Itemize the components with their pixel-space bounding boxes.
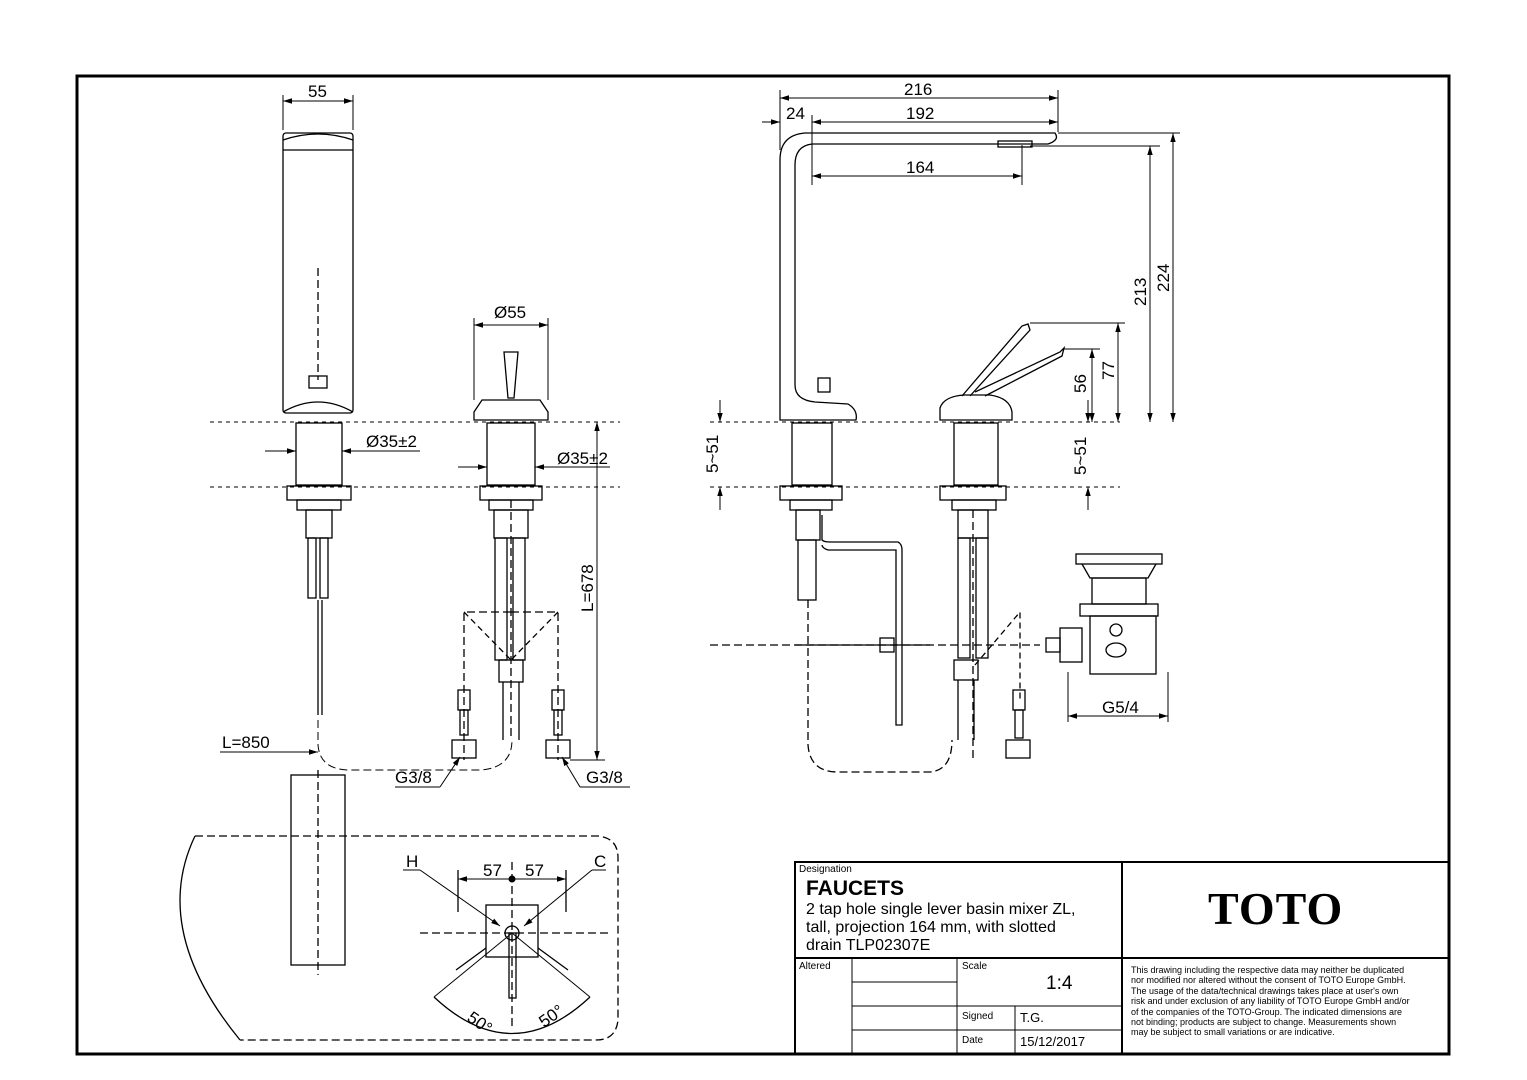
dim-label-range-right: 5~51 (1071, 437, 1090, 475)
dim-label-range-left: 5~51 (703, 435, 722, 473)
dim-label-56: 56 (1071, 374, 1090, 393)
dim-164 (812, 145, 1023, 185)
leader-g38-right (561, 756, 630, 788)
dim-label-216: 216 (904, 80, 932, 99)
dim-label-213: 213 (1131, 278, 1150, 306)
disclaimer-line: not binding; products are subject to cha… (1131, 1017, 1397, 1028)
designation-label: Designation (799, 864, 852, 875)
plan-label-angle-left: 50° (464, 1008, 496, 1038)
disclaimer-line: of the companies of the TOTO-Group. The … (1131, 1006, 1402, 1017)
mixer-front-view (451, 351, 571, 760)
dim-label-dia35-mid: Ø35±2 (557, 449, 608, 468)
mixer-side-elevation (939, 323, 1066, 760)
title-block-grid (794, 861, 1450, 1055)
disclaimer-line: may be subject to small variations or ar… (1131, 1027, 1335, 1038)
reference-lines (210, 421, 1120, 488)
description-line-3: drain TLP02307E (806, 937, 931, 954)
disclaimer-line: This drawing including the respective da… (1131, 965, 1405, 975)
spout-side-elevation (710, 132, 1058, 773)
date-label: Date (962, 1035, 984, 1046)
dim-label-g38-left: G3/8 (395, 768, 432, 787)
disclaimer-line: The usage of the data/technical drawings… (1131, 985, 1399, 996)
dim-label-g38-right: G3/8 (586, 768, 623, 787)
disclaimer: This drawing including the respective da… (1131, 965, 1443, 1038)
dim-label-l678: L=678 (578, 564, 597, 612)
plan-view (179, 770, 619, 1041)
dim-dia55 (473, 318, 549, 400)
plan-dims (403, 869, 606, 998)
sheet-border (75, 74, 1451, 1056)
leader-g38-left (395, 756, 461, 788)
plan-label-57-right: 57 (525, 861, 544, 880)
dim-label-850: L=850 (222, 733, 270, 752)
dim-label-55: 55 (308, 82, 327, 101)
product-category: FAUCETS (806, 877, 905, 900)
dim-l678 (570, 422, 605, 761)
scale-label: Scale (962, 961, 988, 972)
disclaimer-line: risk and under exclusion of any liabilit… (1131, 996, 1410, 1007)
dim-width-55 (282, 95, 354, 130)
signed-label: Signed (962, 1011, 994, 1022)
dim-label-24: 24 (786, 104, 805, 123)
date-value: 15/12/2017 (1020, 1034, 1086, 1049)
plan-label-c: C (594, 852, 606, 871)
signed-value: T.G. (1020, 1010, 1044, 1025)
toto-logo: TOTO (1208, 883, 1344, 934)
dim-label-dia35-left: Ø35±2 (366, 432, 417, 451)
dim-216 (779, 90, 1059, 150)
dim-label-g54: G5/4 (1102, 698, 1139, 717)
scale-value: 1:4 (1046, 973, 1073, 994)
disclaimer-line: nor modified nor altered without the con… (1131, 975, 1406, 986)
dim-label-192: 192 (906, 104, 934, 123)
plan-label-57-left: 57 (483, 861, 502, 880)
dim-label-77: 77 (1099, 361, 1118, 380)
hose-850 (317, 720, 513, 771)
plan-label-h: H (406, 852, 418, 871)
description-line-1: 2 tap hole single lever basin mixer ZL, (806, 901, 1076, 918)
plan-label-angle-right: 50° (535, 1001, 567, 1031)
spout-side-view (282, 132, 354, 715)
dim-vertical-right (717, 132, 1180, 510)
dim-label-dia55: Ø55 (494, 303, 526, 322)
altered-label: Altered (799, 961, 831, 972)
dim-label-224: 224 (1154, 264, 1173, 292)
description-line-2: tall, projection 164 mm, with slotted (806, 919, 1056, 936)
slotted-drain (1045, 553, 1163, 675)
dim-g54 (1067, 672, 1169, 722)
dim-label-164: 164 (906, 158, 934, 177)
